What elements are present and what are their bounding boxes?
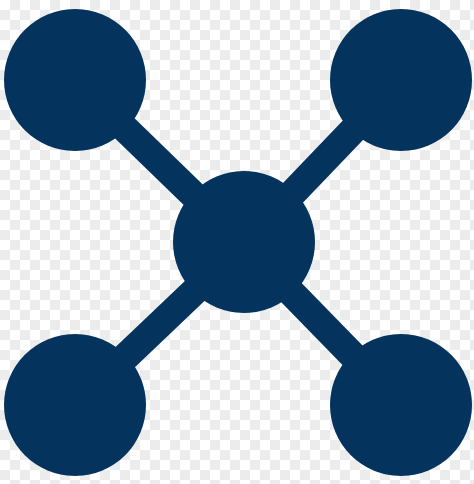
node-top-left xyxy=(4,9,146,151)
node-center xyxy=(173,171,315,313)
node-bottom-right xyxy=(330,334,472,476)
node-bottom-left xyxy=(4,334,146,476)
node-top-right xyxy=(330,9,472,151)
